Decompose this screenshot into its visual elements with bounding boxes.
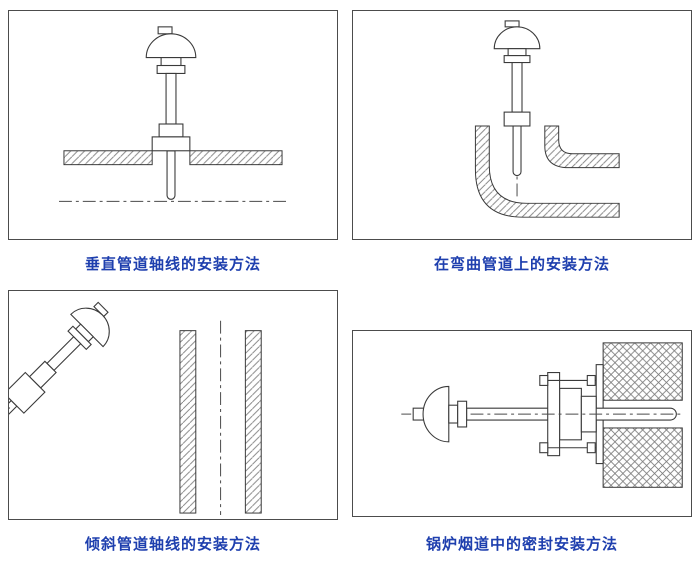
mounting-boss [503, 111, 531, 127]
stem-tube [46, 335, 82, 372]
thermocouple-head [412, 385, 468, 443]
elbow-inner-wall [544, 125, 620, 169]
pipe-wall-left [179, 330, 197, 514]
thermocouple-assembly [9, 301, 110, 438]
elbow-outer-wall [474, 125, 620, 218]
flue-wall-lower [602, 427, 683, 488]
flue-wall-upper [602, 342, 683, 401]
caption-curved-pipe-installation: 在弯曲管道上的安装方法 [433, 255, 610, 273]
thermocouple-assembly [493, 20, 541, 177]
thermocouple-assembly [145, 26, 197, 200]
bolt-head-upper [539, 374, 549, 386]
head-cap [157, 26, 173, 35]
pipe-wall-right [244, 330, 262, 514]
panel-boiler-flue-installation [352, 330, 692, 517]
inclined-installation-diagram [9, 301, 262, 516]
caption-vertical-installation: 垂直管道轴线的安装方法 [84, 255, 261, 273]
curved-pipe-installation-diagram [474, 20, 620, 218]
connection-head [493, 26, 541, 50]
vertical-installation-diagram [59, 26, 288, 202]
hex-nut [503, 55, 531, 64]
connection-head [70, 307, 110, 348]
mounting-boss [9, 371, 46, 414]
pipe-horizontal [59, 150, 288, 202]
connection-head [422, 385, 450, 443]
panel-vertical-installation [8, 10, 338, 240]
mounting-flange [151, 136, 191, 152]
panel-inclined-installation [8, 290, 338, 520]
head-cap [504, 20, 520, 28]
head-cap [412, 407, 425, 421]
hex-nut [457, 400, 468, 428]
stem-tube [165, 72, 177, 125]
connection-head [145, 33, 197, 59]
pipe-elbow [474, 112, 620, 218]
panel-curved-pipe-installation [352, 10, 692, 240]
caption-inclined-installation: 倾斜管道轴线的安装方法 [84, 535, 261, 553]
probe [166, 150, 176, 200]
caption-boiler-flue-installation: 锅炉烟道中的密封安装方法 [425, 535, 618, 553]
stem-tube [511, 62, 523, 113]
nut-upper [586, 374, 596, 386]
probe [512, 125, 522, 177]
nut-lower [586, 442, 596, 454]
boiler-flue-installation-diagram [401, 342, 685, 488]
threaded-boss [158, 123, 184, 138]
hex-nut [156, 64, 186, 74]
bolt-head-lower [539, 442, 549, 454]
pipe-vertical [179, 320, 262, 516]
